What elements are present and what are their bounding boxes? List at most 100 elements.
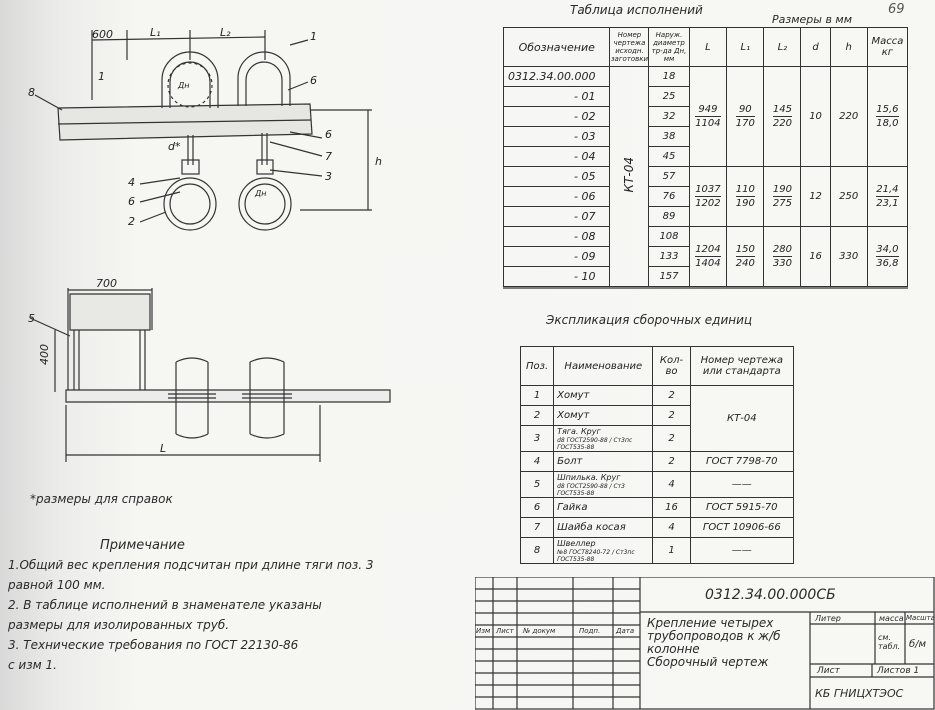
pos-cell: 2: [519, 405, 555, 426]
std-cell: ГОСТ 10906-66: [689, 517, 795, 538]
reference-note: *размеры для справок: [30, 492, 173, 506]
diameter-cell: 157: [648, 266, 690, 287]
callout-5: 5: [28, 312, 35, 325]
dim-400: 400: [38, 344, 51, 365]
col-label-doc: № докум: [523, 627, 556, 635]
qty-cell: 4: [652, 517, 691, 538]
callout-8: 8: [28, 86, 35, 99]
dim-dn-bottom: Дн: [254, 189, 266, 198]
name-cell: Гайка: [553, 497, 654, 518]
note-line: 3. Технические требования по ГОСТ 22130-…: [8, 638, 299, 652]
designation-cell: - 03: [502, 126, 611, 147]
name-cell: Болт: [553, 451, 654, 472]
std-cell: ——: [689, 537, 795, 564]
dim-L: L: [160, 442, 166, 455]
designation-cell: - 01: [502, 86, 611, 107]
dim-l1: L₁: [150, 26, 161, 39]
table2-title: Экспликация сборочных единиц: [546, 313, 753, 327]
qty-cell: 16: [652, 497, 691, 518]
name-cell: Хомут: [553, 385, 654, 406]
sheets-label: Листов 1: [877, 666, 920, 676]
th-name: Наименование: [553, 346, 654, 386]
col-label-list: Лист: [496, 627, 514, 635]
litera-label: Литер: [815, 614, 841, 623]
callout-4: 4: [128, 176, 135, 189]
diameter-cell: 18: [648, 66, 690, 87]
pos-cell: 5: [519, 471, 555, 498]
group2-h: 250: [829, 166, 868, 227]
title-block: 0312.34.00.000СБ Крепление четырех трубо…: [475, 577, 935, 710]
diameter-cell: 38: [648, 126, 690, 147]
dim-d: d*: [168, 140, 181, 153]
designation-cell: 0312.34.00.000: [502, 66, 611, 87]
diameter-cell: 133: [648, 246, 690, 267]
drawing-title: Крепление четырех трубопроводов к ж/б ко…: [647, 617, 781, 669]
group1-d: 10: [800, 66, 831, 167]
organization: КБ ГНИЦХТЭОС: [815, 687, 904, 700]
th-source-drawing: Номер чертежа исходн. заготовки: [609, 27, 650, 67]
designation-cell: - 04: [502, 146, 611, 167]
dim-l2: L₂: [220, 26, 231, 39]
group3-d: 16: [800, 226, 831, 287]
designation-cell: - 07: [502, 206, 611, 227]
drawing-code: 0312.34.00.000СБ: [705, 587, 836, 603]
dim-one: 1: [98, 70, 105, 83]
source-drawing-value: КТ-04: [622, 157, 637, 193]
title-line: Сборочный чертеж: [647, 655, 769, 669]
th-h: h: [829, 27, 868, 67]
th-std: Номер чертежа или стандарта: [689, 346, 795, 386]
pos-cell: 1: [519, 385, 555, 406]
diameter-cell: 57: [648, 166, 690, 187]
std-cell: ГОСТ 7798-70: [689, 451, 795, 472]
group2-d: 12: [800, 166, 831, 227]
assembly-units-table: Поз. Наименование Кол-во Номер чертежа и…: [519, 346, 795, 564]
diameter-cell: 25: [648, 86, 690, 107]
th-qty: Кол-во: [652, 346, 691, 386]
diameter-cell: 89: [648, 206, 690, 227]
pos-cell: 3: [519, 425, 555, 452]
th-pos: Поз.: [519, 346, 555, 386]
designation-cell: - 02: [502, 106, 611, 127]
callout-6b: 6: [325, 128, 332, 141]
col-label-sign: Подп.: [579, 627, 601, 635]
title-line: колонне: [647, 642, 700, 656]
table1-units: Размеры в мм: [772, 13, 853, 26]
sheet-label: Лист: [817, 666, 840, 676]
note-line: 2. В таблице исполнений в знаменателе ук…: [8, 598, 322, 612]
source-drawing-cell: КТ-04: [609, 66, 650, 287]
qty-cell: 4: [652, 471, 691, 498]
designation-cell: - 09: [502, 246, 611, 267]
note-line: 1.Общий вес крепления подсчитан при длин…: [8, 558, 374, 572]
callout-7: 7: [325, 150, 332, 163]
callout-3: 3: [325, 170, 332, 183]
th-mass: Масса кг: [866, 27, 909, 67]
diameter-cell: 32: [648, 106, 690, 127]
table1-title: Таблица исполнений: [570, 3, 703, 17]
th-L1: L₁: [726, 27, 765, 67]
diameter-cell: 45: [648, 146, 690, 167]
page-number: 69: [888, 2, 905, 17]
designation-cell: - 10: [502, 266, 611, 287]
std-cell: ГОСТ 5915-70: [689, 497, 795, 518]
note-line: с изм 1.: [8, 658, 57, 672]
executions-table: Обозначение Номер чертежа исходн. загото…: [502, 27, 909, 287]
scale-label: Масштаб: [906, 614, 935, 622]
col-label-date: Дата: [616, 627, 635, 635]
th-diameter: Наруж. диаметр тр-да Дн, мм: [648, 27, 690, 67]
designation-cell: - 05: [502, 166, 611, 187]
